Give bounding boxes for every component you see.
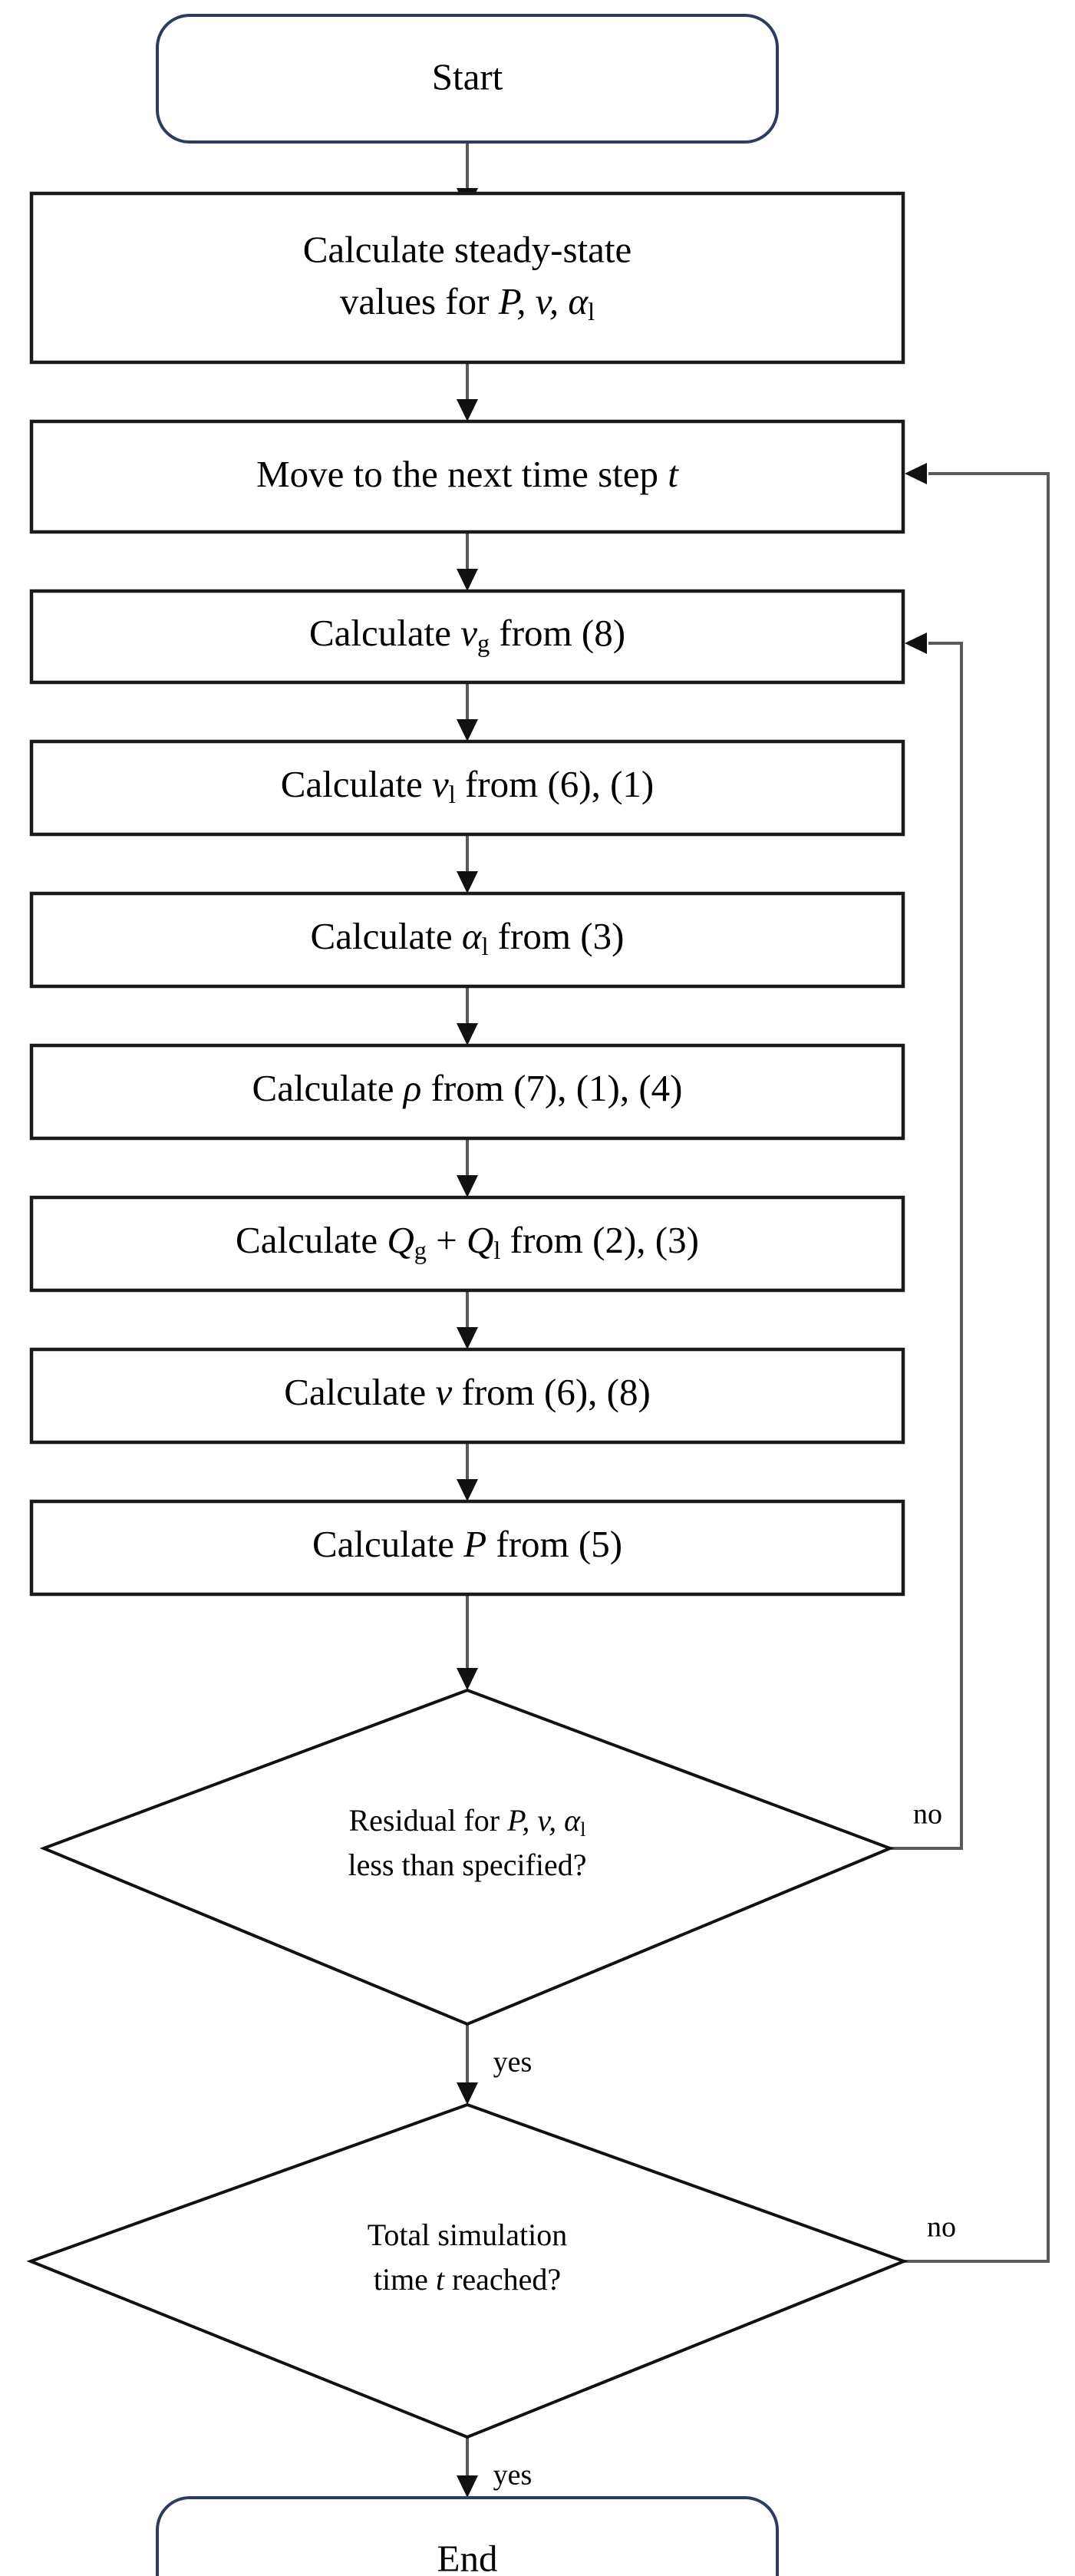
calc-vg-var: v <box>460 612 477 654</box>
edge-calc-rho-to-calc-q <box>457 1138 478 1197</box>
calc-alpha-l-pre: Calculate <box>311 915 462 957</box>
next-time-step-label: Move to the next time step t <box>256 453 679 495</box>
calc-q-mid: + <box>427 1219 467 1261</box>
end-shape <box>156 2496 779 2576</box>
calc-v-shape <box>29 1347 905 1445</box>
edge-label-residual-no: no <box>913 1798 942 1831</box>
edge-calc-vg-to-calc-vl <box>457 682 478 741</box>
calc-p-var: P <box>463 1523 486 1565</box>
time-check-shape <box>26 2102 908 2439</box>
calc-alpha-l-post: from (3) <box>489 915 625 957</box>
calc-vg-shape <box>29 589 905 685</box>
residual-check-line1-sub: l <box>580 1818 585 1841</box>
calc-p-pre: Calculate <box>312 1523 463 1565</box>
calc-p-post: from (5) <box>486 1523 622 1565</box>
node-start[interactable]: Start <box>156 14 779 144</box>
calc-rho-shape <box>29 1043 905 1141</box>
time-check-line2-post: reached? <box>444 2262 561 2297</box>
calc-v-var: v <box>436 1371 453 1413</box>
calc-p-shape <box>29 1499 905 1597</box>
calc-rho-post: from (7), (1), (4) <box>421 1067 682 1109</box>
calc-rho-pre: Calculate <box>252 1067 404 1109</box>
steady-state-shape <box>29 191 905 365</box>
next-time-step-var: t <box>668 453 679 495</box>
calc-q-shape <box>29 1195 905 1293</box>
node-residual-check[interactable]: Residual for P, v, αl less than specifie… <box>39 1688 895 2026</box>
calc-q-pre: Calculate <box>236 1219 387 1261</box>
calc-q-post: from (2), (3) <box>500 1219 699 1261</box>
residual-check-line1-vars: P, v, α <box>506 1803 581 1838</box>
edge-calc-vl-to-calc-alpha-l <box>457 834 478 893</box>
next-time-step-shape <box>29 419 905 534</box>
node-calc-p[interactable]: Calculate P from (5) <box>29 1499 905 1597</box>
calc-vl-sub: l <box>449 781 456 808</box>
calc-vg-sub: g <box>477 629 490 657</box>
calc-vl-pre: Calculate <box>281 763 432 805</box>
calc-vg-label: Calculate vg from (8) <box>309 612 625 657</box>
calc-vg-pre: Calculate <box>309 612 460 654</box>
node-time-check[interactable]: Total simulation time t reached? <box>26 2102 908 2439</box>
calc-vg-post: from (8) <box>490 612 625 654</box>
steady-state-line2-pre: values for <box>340 280 499 322</box>
calc-rho-var: ρ <box>402 1067 422 1109</box>
residual-check-line1: Residual for P, v, αl <box>348 1803 585 1841</box>
calc-rho-label: Calculate ρ from (7), (1), (4) <box>252 1067 683 1109</box>
calc-vl-label: Calculate vl from (6), (1) <box>281 763 655 808</box>
edge-calc-q-to-calc-v <box>457 1290 478 1349</box>
next-time-step-pre: Move to the next time step <box>256 453 668 495</box>
calc-q-var: Q <box>387 1219 414 1261</box>
time-check-line2-pre: time <box>374 2262 436 2297</box>
calc-v-post: from (6), (8) <box>452 1371 651 1413</box>
calc-v-label: Calculate v from (6), (8) <box>284 1371 651 1413</box>
residual-check-shape <box>39 1688 895 2026</box>
node-calc-rho[interactable]: Calculate ρ from (7), (1), (4) <box>29 1043 905 1141</box>
steady-state-line1: Calculate steady-state <box>303 228 632 270</box>
edge-residual-no-to-calc-vg <box>890 632 963 1850</box>
edge-residual-yes-to-time-check <box>457 2024 478 2105</box>
start-label: Start <box>432 55 503 97</box>
node-next-time-step[interactable]: Move to the next time step t <box>29 419 905 534</box>
time-check-line1: Total simulation <box>368 2218 568 2252</box>
node-calc-vg[interactable]: Calculate vg from (8) <box>29 589 905 685</box>
node-calc-vl[interactable]: Calculate vl from (6), (1) <box>29 739 905 837</box>
end-label: End <box>437 2537 498 2576</box>
residual-check-line2: less than specified? <box>348 1848 587 1882</box>
edge-steady-state-to-next-time-step <box>457 362 478 421</box>
edge-time-no-to-next-time-step <box>904 463 1050 2263</box>
calc-q-sub2: l <box>493 1237 500 1264</box>
edge-time-yes-to-end <box>457 2437 478 2498</box>
calc-vl-post: from (6), (1) <box>456 763 655 805</box>
calc-vl-shape <box>29 739 905 837</box>
calc-alpha-l-shape <box>29 891 905 989</box>
node-end[interactable]: End <box>156 2496 779 2576</box>
edge-calc-alpha-l-to-calc-rho <box>457 986 478 1045</box>
calc-q-sub: g <box>414 1237 427 1264</box>
edge-label-time-yes: yes <box>493 2459 533 2492</box>
calc-alpha-l-var: α <box>462 915 483 957</box>
calc-vl-var: v <box>432 763 449 805</box>
calc-q-label: Calculate Qg + Ql from (2), (3) <box>236 1219 699 1264</box>
steady-state-line2-vars: P, v, α <box>498 280 589 322</box>
calc-q-var2: Q <box>467 1219 493 1261</box>
calc-v-pre: Calculate <box>284 1371 435 1413</box>
calc-p-label: Calculate P from (5) <box>312 1523 622 1565</box>
edge-next-time-step-to-calc-vg <box>457 532 478 591</box>
node-calc-q[interactable]: Calculate Qg + Ql from (2), (3) <box>29 1195 905 1293</box>
node-calc-v[interactable]: Calculate v from (6), (8) <box>29 1347 905 1445</box>
calc-alpha-l-sub: l <box>482 933 489 960</box>
node-steady-state[interactable]: Calculate steady-state values for P, v, … <box>29 191 905 365</box>
steady-state-line2-sub: l <box>588 298 595 325</box>
node-calc-alpha-l[interactable]: Calculate αl from (3) <box>29 891 905 989</box>
edge-label-residual-yes: yes <box>493 2046 533 2079</box>
residual-check-line1-pre: Residual for <box>348 1803 507 1838</box>
edge-calc-p-to-residual-check <box>457 1594 478 1690</box>
edge-calc-v-to-calc-p <box>457 1442 478 1501</box>
steady-state-line2: values for P, v, αl <box>340 280 595 325</box>
calc-alpha-l-label: Calculate αl from (3) <box>311 915 625 960</box>
time-check-line2: time t reached? <box>374 2262 561 2297</box>
edge-label-time-no: no <box>927 2211 956 2244</box>
time-check-line2-var: t <box>436 2262 445 2297</box>
start-shape <box>156 14 779 144</box>
